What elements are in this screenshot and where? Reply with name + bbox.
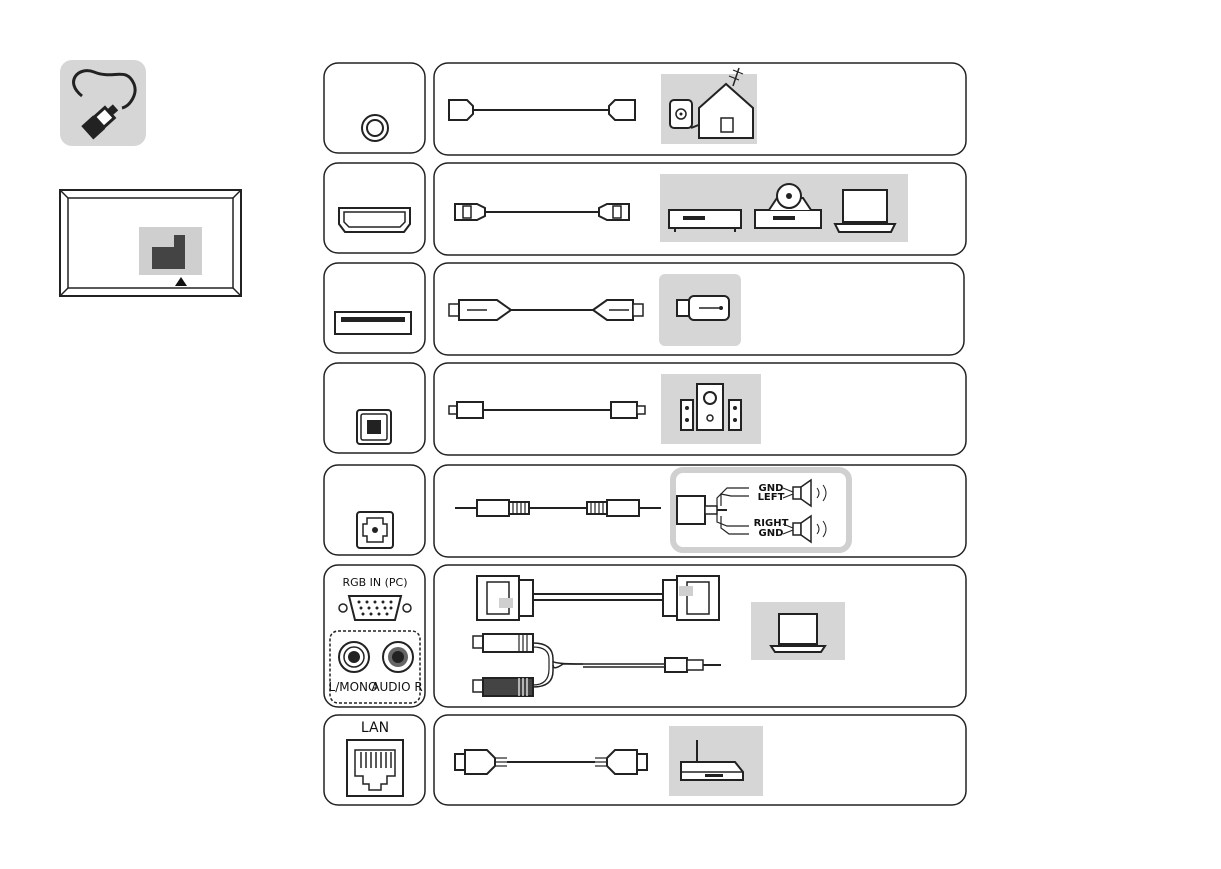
usb-port-icon	[323, 262, 426, 354]
left-label: LEFT	[758, 492, 785, 503]
gnd-bottom-label: GND	[759, 528, 784, 539]
set-top-box-icon	[669, 210, 741, 232]
audio-left-label: L/MONO	[329, 680, 378, 694]
usb-drive-icon	[677, 296, 729, 320]
lan-port-icon: LAN	[323, 714, 426, 806]
optical-cable-panel	[433, 362, 967, 456]
rgb-in-label: RGB IN (PC)	[342, 576, 407, 589]
rca-jack-icon	[339, 642, 369, 672]
lan-label: LAN	[361, 720, 389, 736]
laptop-icon	[835, 190, 895, 232]
laptop-icon	[771, 614, 825, 652]
hdmi-cable-panel	[433, 162, 967, 256]
antenna-port-icon	[323, 62, 426, 154]
vga-port-icon: RGB IN (PC) L/MONO AUDIO R	[323, 564, 426, 708]
rgb-cable-panel	[433, 564, 967, 708]
headphone-port-icon	[323, 464, 426, 556]
tv-back-panel-icon	[59, 189, 242, 297]
audio-right-label: AUDIO R	[371, 680, 422, 694]
optical-port-icon	[323, 362, 426, 454]
headphone-cable-panel: GND LEFT RIGHT GND	[433, 464, 967, 558]
lan-cable-panel	[433, 714, 967, 806]
antenna-cable-panel	[433, 62, 967, 156]
hdmi-port-icon	[323, 162, 426, 254]
cable-plug-icon	[60, 60, 146, 146]
rca-jack-icon	[383, 642, 413, 672]
usb-cable-panel	[433, 262, 967, 356]
